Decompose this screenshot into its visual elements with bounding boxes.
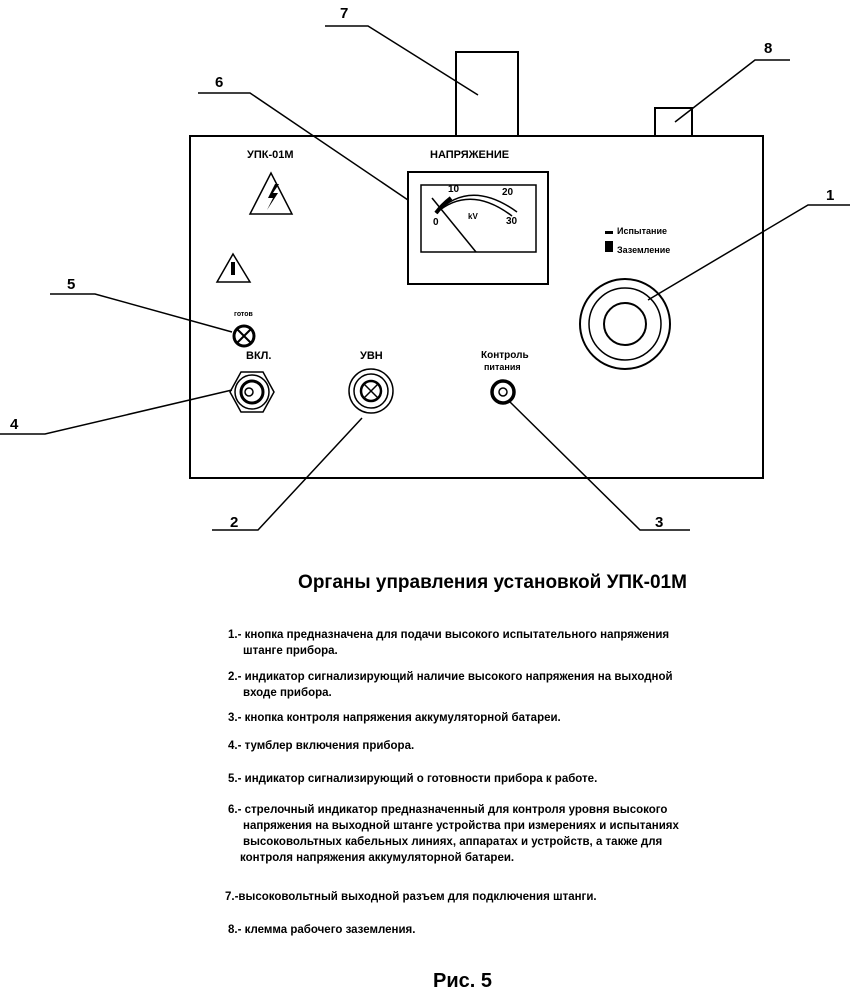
power-toggle-switch[interactable] <box>229 371 275 413</box>
meter-needle <box>431 197 477 253</box>
power-check-label-line2: питания <box>484 362 521 372</box>
hv-presence-indicator <box>348 368 394 414</box>
ready-indicator-lamp <box>232 324 256 348</box>
svg-text:0: 0 <box>433 217 439 228</box>
hv-output-connector <box>455 51 519 137</box>
svg-text:30: 30 <box>506 216 518 227</box>
legend-item-1: 1.- кнопка предназначена для подачи высо… <box>228 629 670 657</box>
model-label: УПК-01М <box>247 149 294 161</box>
legend-item-5: 5.- индикатор сигнализирующий о готовнос… <box>228 773 598 785</box>
attention-warning-icon <box>215 252 252 283</box>
callout-4: 4 <box>10 416 19 433</box>
ground-terminal <box>654 107 693 137</box>
legend-item-4: 4.- тумблер включения прибора. <box>228 740 415 752</box>
legend-item-6: 6.- стрелочный индикатор предназначенный… <box>228 804 679 864</box>
svg-text:kV: kV <box>468 212 478 221</box>
figure-label: Рис. 5 <box>433 970 492 992</box>
callout-1: 1 <box>826 187 834 204</box>
mode-ground-label: Заземление <box>617 245 670 255</box>
meter-title: НАПРЯЖЕНИЕ <box>430 149 509 161</box>
legend-item-3: 3.- кнопка контроля напряжения аккумулят… <box>228 712 561 724</box>
callout-6: 6 <box>215 74 223 91</box>
leader-lines <box>0 25 850 531</box>
device-panel-drawing: 7 8 6 1 5 4 2 3 УПК-01М НАПРЯЖЕНИЕ 0 10 … <box>0 5 850 531</box>
power-check-label: Контроль <box>481 350 529 361</box>
mode-test-label: Испытание <box>617 226 667 236</box>
legend-item-8: 8.- клемма рабочего заземления. <box>228 924 416 936</box>
legend-item-7: 7.-высоковольтный выходной разъем для по… <box>225 891 597 903</box>
diagram-title: Органы управления установкой УПК-01М <box>298 572 687 593</box>
voltage-meter: 0 10 20 30 kV <box>407 171 549 285</box>
svg-text:10: 10 <box>448 184 460 195</box>
uvn-label: УВН <box>360 350 383 362</box>
callout-2: 2 <box>230 514 238 531</box>
high-voltage-warning-icon <box>248 171 294 215</box>
hv-test-button[interactable] <box>579 278 671 370</box>
callout-7: 7 <box>340 5 348 22</box>
on-label: ВКЛ. <box>246 350 271 362</box>
svg-text:20: 20 <box>502 187 514 198</box>
ready-label: готов <box>234 311 254 318</box>
callout-5: 5 <box>67 276 75 293</box>
legend-item-2: 2.- индикатор сигнализирующий наличие вы… <box>228 671 673 699</box>
battery-check-button[interactable] <box>490 379 516 405</box>
callout-3: 3 <box>655 514 663 531</box>
callout-8: 8 <box>764 40 772 57</box>
